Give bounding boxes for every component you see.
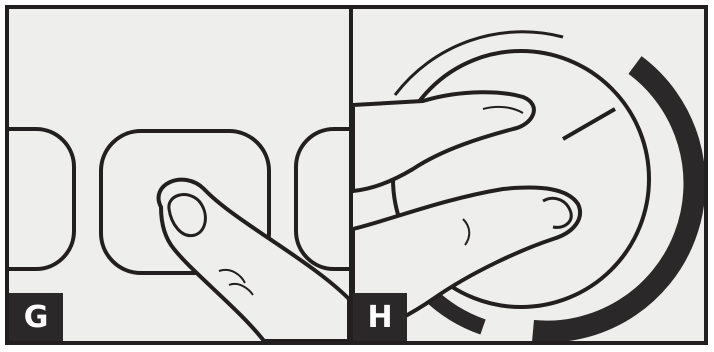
panel-label-h: H [353, 293, 407, 341]
finger-pressing-button-icon [9, 9, 351, 341]
hands-turning-dial-icon [353, 9, 704, 341]
illustration-panel-g: G [5, 5, 355, 345]
illustration-panel-h: H [349, 5, 708, 345]
right-button-shape [296, 129, 351, 269]
left-button-shape [9, 129, 74, 269]
panel-label-g: G [9, 293, 63, 341]
